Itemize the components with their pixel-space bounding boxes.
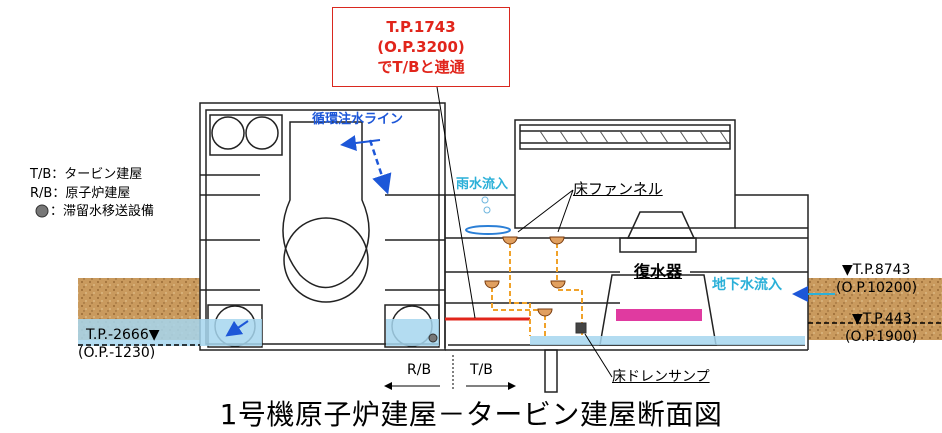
- torus-arrow: [225, 320, 249, 337]
- injection-line-label: 循環注水ライン: [312, 112, 404, 127]
- callout-pointer: [436, 86, 476, 319]
- callout-line-2: (O.P.3200): [377, 38, 465, 56]
- legend-rb: R/B：原子炉建屋: [30, 186, 131, 201]
- right-top-level-op: (O.P.10200): [836, 280, 918, 296]
- legend-dot-icon: [35, 204, 49, 218]
- reactor-building: [199, 102, 446, 351]
- injection-arrow-2: [340, 135, 381, 151]
- groundwater-inflow-label: 地下水流入: [712, 277, 782, 293]
- drain-pipes: [491, 243, 583, 336]
- rain-inflow-label: 雨水流入: [456, 177, 509, 192]
- callout-line-1: T.P.1743: [386, 18, 456, 36]
- tb-label: T/B: [470, 362, 493, 378]
- turbine-building: [444, 119, 809, 393]
- condenser-water: [616, 309, 702, 321]
- right-low-level-tp: ▼T.P.443: [852, 311, 912, 327]
- injection-arrow: [368, 139, 392, 195]
- diagram-title: 1号機原子炉建屋－タービン建屋断面図: [219, 398, 723, 431]
- rb-label: R/B: [407, 362, 432, 378]
- condenser-label: 復水器: [634, 262, 683, 281]
- funnel-leaders: [517, 189, 574, 233]
- rain-ring: [465, 225, 511, 235]
- transfer-equipment: [428, 322, 587, 343]
- water-tb-floor: [530, 336, 805, 345]
- legend-dot-label: ：滞留水移送設備: [50, 204, 155, 219]
- right-top-level-tp: ▼T.P.8743: [842, 262, 911, 278]
- callout-box: T.P.1743 (O.P.3200) でT/Bと連通: [332, 7, 510, 87]
- rain-drops: [481, 196, 491, 214]
- left-level-tp: T.P.-2666▼: [86, 327, 160, 343]
- floor-drain-sump-label: 床ドレンサンプ: [612, 369, 710, 385]
- legend-tb: T/B：タービン建屋: [30, 167, 143, 182]
- sump-leader: [584, 333, 613, 378]
- callout-line-3: でT/Bと連通: [377, 58, 465, 76]
- water-rb-right: [386, 319, 439, 346]
- floor-funnels: [484, 236, 566, 317]
- floor-funnel-label: 床ファンネル: [573, 180, 663, 198]
- right-low-level-op: (O.P.1900): [845, 329, 918, 345]
- left-level-op: (O.P.-1230): [78, 345, 156, 361]
- soil-right: [808, 278, 942, 340]
- roof-truss: [539, 130, 729, 144]
